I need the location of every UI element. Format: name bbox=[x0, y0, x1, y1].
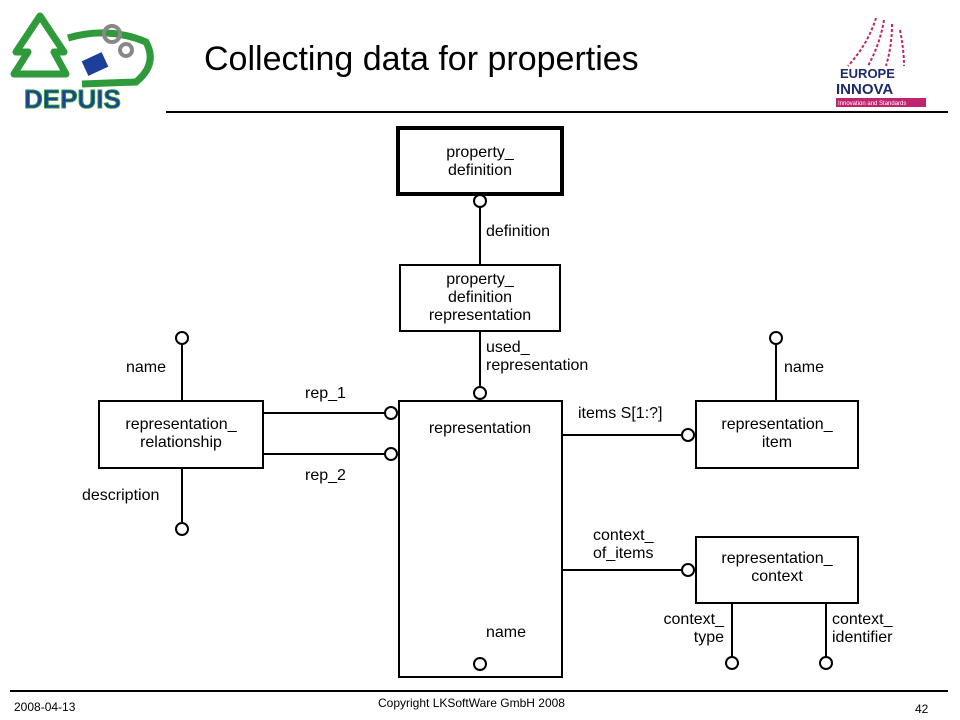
rc-label-2: context bbox=[751, 568, 803, 585]
rr-label-2: relationship bbox=[140, 434, 222, 451]
description-label: description bbox=[82, 487, 159, 504]
context-identifier-end-circle bbox=[819, 656, 833, 670]
footer-copyright: Copyright LKSoftWare GmbH 2008 bbox=[378, 696, 565, 710]
europe-innova-line1: EUROPE bbox=[840, 66, 895, 81]
header-divider bbox=[166, 111, 948, 113]
europe-innova-line2: INNOVA bbox=[836, 81, 893, 98]
gear-icon bbox=[102, 24, 122, 44]
context-of-items-label-1: context_ bbox=[593, 527, 655, 544]
entity-representation bbox=[398, 400, 563, 678]
recycle-arrow-icon bbox=[66, 29, 154, 88]
pdr-label-3: representation bbox=[429, 307, 531, 324]
ri-name-end-circle bbox=[769, 331, 783, 345]
rr-name-end-circle bbox=[175, 331, 189, 345]
property-definition-label-2: definition bbox=[448, 162, 512, 179]
context-identifier-label-2: identifier bbox=[832, 629, 893, 646]
ri-label-1: representation_ bbox=[721, 416, 833, 433]
entity-property-definition bbox=[396, 126, 564, 196]
entity-property-definition-representation bbox=[399, 264, 561, 332]
rep-name-end-circle bbox=[473, 657, 487, 671]
page-number: 42 bbox=[915, 702, 929, 716]
items-label: items S[1:?] bbox=[578, 405, 662, 422]
used-representation-label-2: representation bbox=[486, 357, 588, 374]
rr-name-label: name bbox=[126, 359, 166, 376]
rr-label-1: representation_ bbox=[125, 416, 237, 433]
entity-representation-relationship bbox=[98, 400, 264, 469]
footer-date: 2008-04-13 bbox=[14, 700, 76, 714]
rep-2-end-circle bbox=[384, 447, 398, 461]
ri-label-2: item bbox=[762, 434, 792, 451]
rep-name-label: name bbox=[486, 624, 526, 641]
pdr-label-1: property_ bbox=[446, 271, 515, 288]
context-of-items-label-2: of_items bbox=[593, 545, 653, 562]
context-type-end-circle bbox=[725, 656, 739, 670]
representation-label: representation bbox=[429, 420, 531, 437]
europe-innova-logo: EUROPE INNOVA Innovation and Standards bbox=[836, 17, 926, 107]
europe-innova-tagline: Innovation and Standards bbox=[838, 101, 906, 107]
laptop-icon bbox=[81, 52, 109, 76]
page-title: Collecting data for properties bbox=[204, 40, 639, 78]
pdr-label-2: definition bbox=[448, 289, 512, 306]
context-identifier-label-1: context_ bbox=[832, 611, 894, 628]
rc-label-1: representation_ bbox=[721, 550, 833, 567]
used-representation-label-1: used_ bbox=[486, 339, 531, 356]
rep-1-label: rep_1 bbox=[305, 385, 346, 402]
footer-divider bbox=[10, 690, 948, 692]
items-end-circle bbox=[681, 428, 695, 442]
description-end-circle bbox=[175, 522, 189, 536]
gear-small-icon bbox=[118, 42, 134, 58]
depuis-logo: DEPUIS bbox=[10, 12, 154, 112]
used-representation-end-circle bbox=[473, 386, 487, 400]
rep-1-end-circle bbox=[384, 406, 398, 420]
depuis-logo-text: DEPUIS bbox=[24, 84, 121, 112]
tree-icon bbox=[10, 12, 70, 78]
definition-end-circle bbox=[473, 194, 487, 208]
context-type-label-2: type bbox=[694, 629, 724, 646]
property-definition-label-1: property_ bbox=[446, 144, 515, 161]
context-type-label-1: context_ bbox=[664, 611, 726, 628]
tagline-bar bbox=[836, 98, 926, 107]
swirl-icon bbox=[847, 17, 905, 67]
definition-attr-label: definition bbox=[486, 223, 550, 240]
entity-representation-item bbox=[695, 400, 859, 469]
context-of-items-end-circle bbox=[681, 563, 695, 577]
entity-representation-context bbox=[695, 536, 859, 604]
ri-name-label: name bbox=[784, 359, 824, 376]
rep-2-label: rep_2 bbox=[305, 467, 346, 484]
